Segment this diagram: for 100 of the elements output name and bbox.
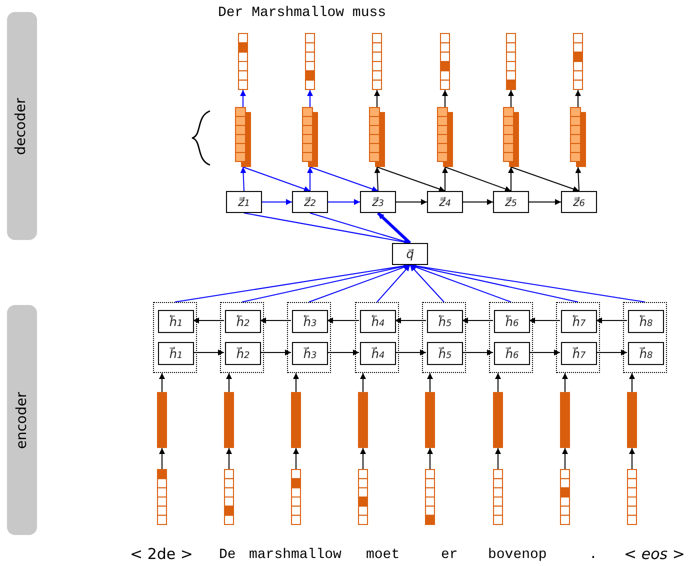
- hidden-state-box: h⃖$_{4}$: [360, 310, 396, 333]
- arrow: [226, 372, 232, 392]
- arrow: [394, 318, 426, 324]
- section-label: decoder: [12, 97, 30, 155]
- arrow: [328, 199, 360, 205]
- arrow: [159, 372, 165, 392]
- arrow: [376, 264, 410, 302]
- output-vector: [238, 33, 248, 90]
- arrow: [240, 166, 246, 192]
- dotted-group-box: [220, 302, 264, 373]
- hidden-state-box: h⃖$_{8}$: [628, 310, 664, 333]
- embedding-bar: [224, 392, 234, 448]
- hidden-state-box: h⃗$_{5}$: [427, 342, 463, 365]
- one-hot-vector: [560, 469, 570, 525]
- stacked-state-vector: [503, 107, 519, 167]
- output-vector: [506, 33, 516, 90]
- embedding-bar: [358, 392, 368, 448]
- hidden-state-box: h⃗$_{1}$: [158, 342, 194, 365]
- arrow: [242, 166, 310, 192]
- hidden-state-box: h⃗$_{2}$: [225, 342, 261, 365]
- arrow: [462, 199, 494, 205]
- arrow: [293, 448, 299, 470]
- arrow: [575, 90, 581, 108]
- arrow: [528, 199, 562, 205]
- arrow: [442, 166, 448, 192]
- output-vector: [440, 33, 450, 90]
- embedding-bar: [493, 392, 503, 448]
- dotted-group-box: [355, 302, 399, 373]
- arrow: [262, 199, 292, 205]
- arrow: [310, 212, 410, 244]
- decoder-state-box: z⃗$_{3}$: [360, 191, 396, 213]
- arrow: [629, 448, 635, 470]
- arrow: [192, 318, 224, 324]
- input-token: moet: [366, 546, 400, 565]
- arrow: [510, 166, 580, 192]
- arrow: [310, 166, 378, 192]
- arrow: [159, 448, 165, 470]
- arrow: [307, 90, 313, 108]
- arrow: [508, 166, 514, 192]
- hidden-state-box: h⃖$_{3}$: [292, 310, 328, 333]
- dotted-group-box: [153, 302, 197, 373]
- hidden-state-box: h⃖$_{1}$: [158, 310, 194, 333]
- context-box: q⃗: [392, 243, 428, 265]
- decoder-state-box: z⃗$_{6}$: [561, 191, 597, 213]
- dotted-group-box: [422, 302, 466, 373]
- arrow: [528, 318, 560, 324]
- hidden-state-box: h⃗$_{3}$: [292, 342, 328, 365]
- embedding-bar: [291, 392, 301, 448]
- embedding-bar: [560, 392, 570, 448]
- arrow: [462, 350, 494, 356]
- input-token: er: [441, 546, 458, 565]
- section-band: [7, 305, 37, 535]
- embedding-bar: [627, 392, 637, 448]
- input-token: .: [589, 546, 598, 565]
- dotted-group-box: [489, 302, 533, 373]
- arrow: [508, 90, 514, 108]
- arrow: [293, 372, 299, 392]
- input-token: < eos >: [624, 544, 685, 565]
- stacked-state-vector: [369, 107, 385, 167]
- arrow: [562, 372, 568, 392]
- output-vector: [305, 33, 315, 90]
- input-token: bovenop: [488, 546, 547, 565]
- section-band: [7, 12, 37, 240]
- hidden-state-box: h⃗$_{6}$: [494, 342, 530, 365]
- hidden-state-box: h⃖$_{5}$: [427, 310, 463, 333]
- arrow: [596, 318, 628, 324]
- embedding-bar: [425, 392, 435, 448]
- output-vector: [372, 33, 382, 90]
- arrow: [260, 350, 292, 356]
- arrow: [462, 318, 494, 324]
- hidden-state-box: h⃖$_{6}$: [494, 310, 530, 333]
- arrow: [562, 448, 568, 470]
- arrow: [376, 212, 412, 244]
- arrow: [410, 264, 444, 302]
- arrow: [260, 318, 292, 324]
- arrow: [629, 372, 635, 392]
- embedding-bar: [157, 392, 167, 448]
- arrow: [326, 350, 360, 356]
- arrow: [374, 166, 380, 192]
- output-vector: [573, 33, 583, 90]
- arrow: [374, 90, 380, 108]
- arrow: [326, 318, 360, 324]
- arrow: [240, 90, 246, 108]
- one-hot-vector: [493, 469, 503, 525]
- stacked-state-vector: [570, 107, 586, 167]
- one-hot-vector: [627, 469, 637, 525]
- arrow: [192, 350, 224, 356]
- input-token: < 2de >: [130, 544, 193, 565]
- arrow: [442, 90, 448, 108]
- one-hot-vector: [291, 469, 301, 525]
- input-token: marshmallow: [249, 546, 342, 565]
- input-token: De: [219, 546, 236, 565]
- arrow: [495, 372, 501, 392]
- hidden-state-box: h⃖$_{7}$: [561, 310, 597, 333]
- decoder-state-box: z⃗$_{2}$: [292, 191, 328, 213]
- stacked-state-vector: [235, 107, 251, 167]
- arrow: [376, 166, 446, 192]
- one-hot-vector: [157, 469, 167, 525]
- arrow: [596, 350, 628, 356]
- arrow: [427, 372, 433, 392]
